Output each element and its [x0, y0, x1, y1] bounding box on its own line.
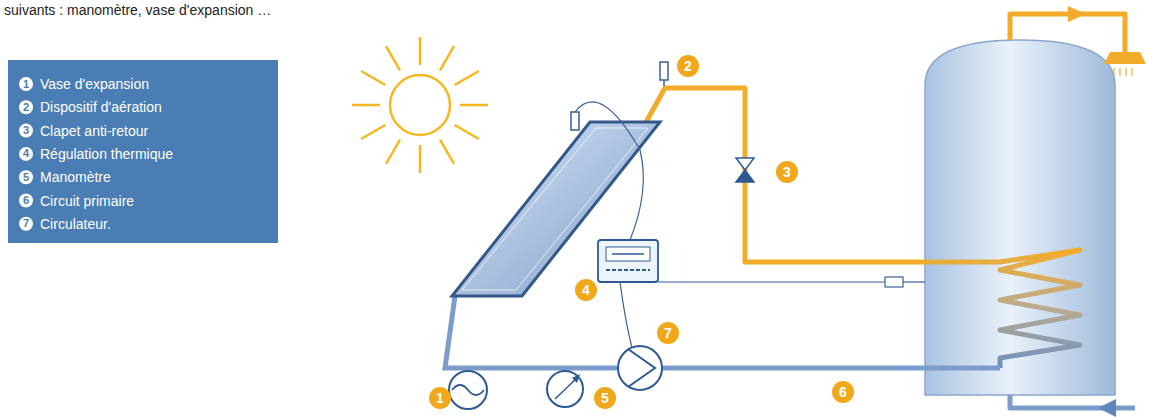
cold-water-pipe: [1010, 395, 1135, 408]
legend-text: Circuit primaire: [40, 194, 134, 208]
hot-water-pipe: [1010, 14, 1125, 52]
legend-text: Clapet anti-retour: [40, 124, 148, 138]
callout-number: 1: [436, 391, 444, 405]
legend-number: 7: [23, 218, 29, 229]
legend-number: 1: [23, 79, 29, 90]
callout-circles: [429, 55, 854, 409]
legend-number: 4: [23, 148, 29, 159]
legend-number: 6: [23, 195, 29, 206]
flow-arrow: [1068, 6, 1086, 22]
sun: [352, 37, 488, 173]
primary-hot-pipe: [645, 88, 925, 262]
callout-number: 2: [684, 59, 692, 73]
pump-wire: [620, 282, 632, 348]
legend-text: Régulation thermique: [40, 147, 173, 161]
controller: [598, 240, 658, 282]
legend-panel: [8, 60, 278, 243]
pressure-gauge: [547, 371, 583, 407]
legend-bullets: [19, 77, 33, 231]
shower-head: [1104, 52, 1146, 64]
check-valve: [736, 158, 754, 182]
intro-text: suivants : manomètre, vase d'expansion …: [4, 3, 271, 17]
legend-text: Circulateur.: [40, 217, 111, 231]
air-vent: [660, 62, 668, 80]
legend-number: 2: [23, 102, 29, 113]
water-drops: [1114, 68, 1132, 76]
coil-outlet: [925, 366, 1000, 371]
callout-number: 3: [783, 165, 791, 179]
callout-number: 5: [601, 391, 609, 405]
legend-number: 3: [23, 125, 29, 136]
callout-number: 4: [582, 283, 590, 297]
tank-sensor: [885, 277, 903, 287]
circulator: [618, 346, 662, 390]
callout-number: 7: [664, 326, 672, 340]
solar-collector: [452, 122, 660, 296]
expansion-vessel: [449, 371, 487, 409]
collector-sensor: [571, 112, 579, 130]
heat-exchanger-coil: [925, 250, 1080, 368]
tank-sensor-wire: [658, 281, 885, 282]
legend-number: 5: [23, 172, 29, 183]
primary-cold-pipe: [445, 296, 1000, 368]
legend-text: Dispositif d'aération: [40, 100, 162, 114]
legend-text: Manomètre: [40, 170, 111, 184]
storage-tank: [925, 40, 1115, 395]
sensor-wire: [575, 102, 643, 240]
flow-arrow: [1098, 399, 1116, 417]
legend-text: Vase d'expansion: [40, 77, 149, 91]
callout-number: 6: [839, 385, 847, 399]
